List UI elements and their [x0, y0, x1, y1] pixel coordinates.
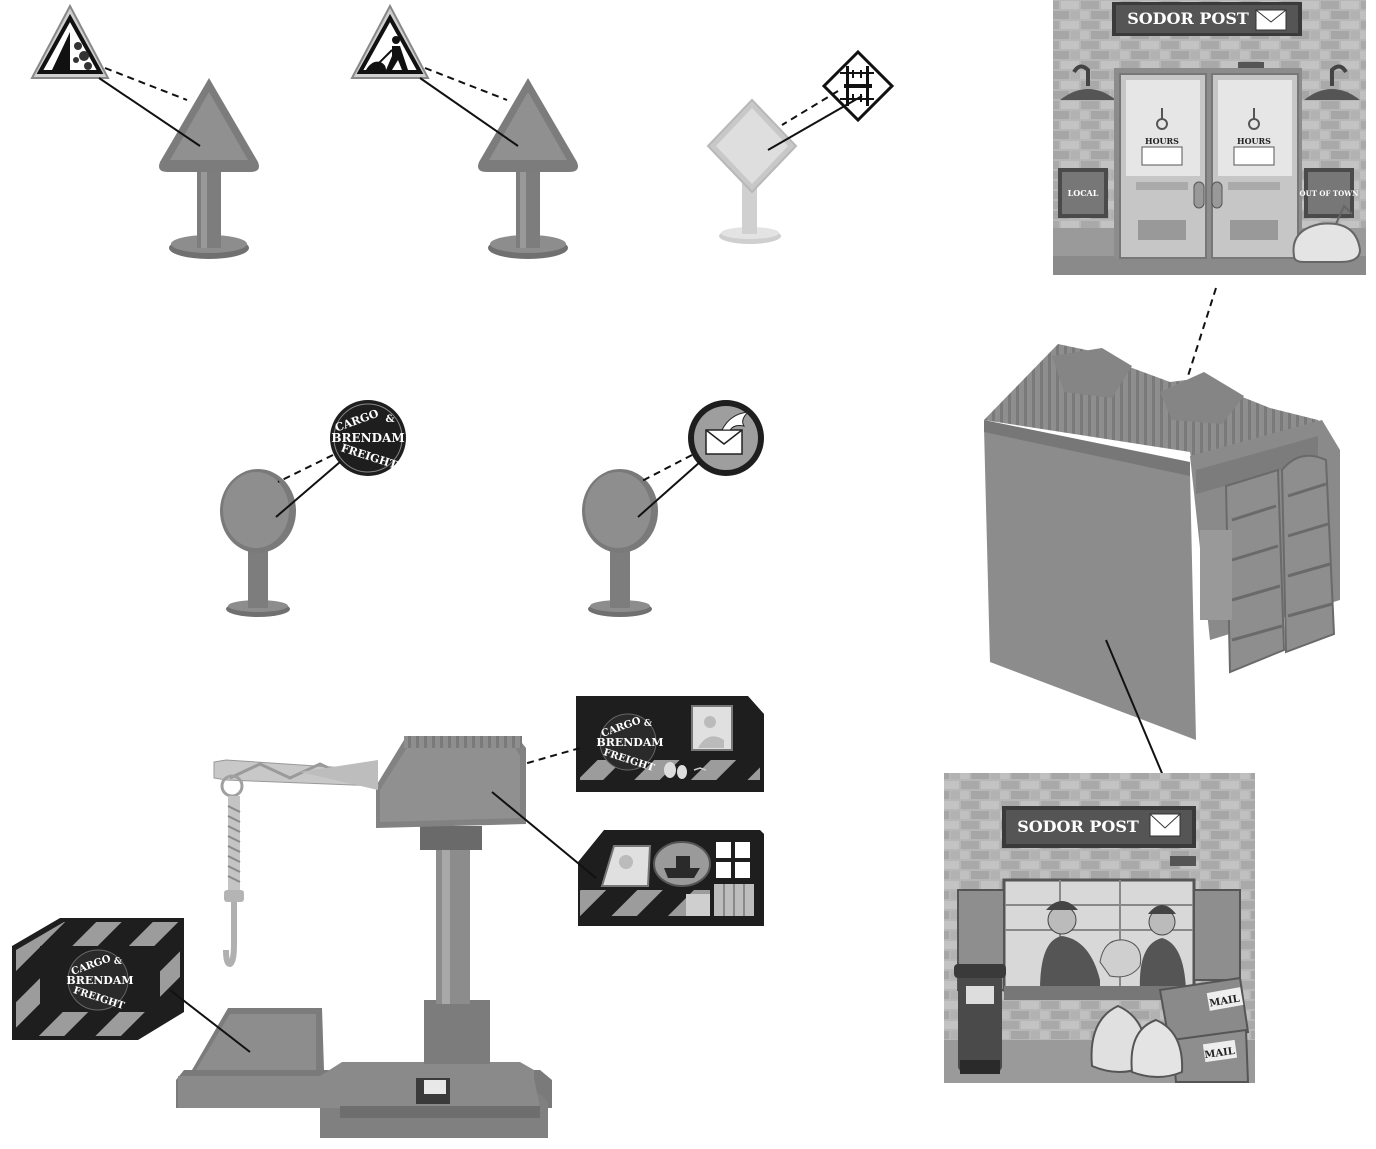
leader-dashed-2 — [424, 67, 508, 101]
clerk-left-icon — [1040, 901, 1100, 990]
crane-cab-sticker-1: CARGO & BRENDAM FREIGHT — [576, 696, 764, 792]
crane-sticker1-amp: & — [644, 719, 652, 729]
driver-window-icon — [691, 705, 733, 751]
falling-rocks-sticker — [30, 3, 110, 79]
lamp-right-icon — [1304, 64, 1360, 100]
post-office-back-panel: SODOR POST — [944, 773, 1255, 1083]
men-at-work-sign-part — [478, 78, 578, 259]
mailbox-out-of-town-text: OUT OF TOWN — [1300, 189, 1360, 198]
hours-left-text: HOURS — [1145, 136, 1179, 146]
leader-dashed-8 — [1187, 287, 1217, 377]
falling-rocks-sign-part — [159, 78, 259, 259]
crane-cab-sticker-2 — [578, 830, 764, 926]
envelope-icon — [1149, 813, 1181, 837]
mail-bag-icon — [1292, 204, 1362, 263]
envelope-icon — [1255, 9, 1287, 31]
post-office-building-part — [984, 344, 1340, 740]
railroad-crossing-sign-part — [706, 98, 798, 244]
crate-top-label: MAIL — [1209, 993, 1241, 1009]
leader-dashed-1 — [104, 67, 188, 101]
hours-right-text: HOURS — [1237, 136, 1271, 146]
leader-solid-8 — [1105, 639, 1165, 779]
worker-digging-icon — [366, 36, 408, 70]
leader-dashed-4 — [277, 454, 334, 483]
crane-base-sticker: CARGO & BRENDAM FREIGHT — [12, 918, 184, 1040]
mail-round-sticker — [688, 400, 764, 476]
leader-solid-1 — [98, 77, 201, 147]
men-at-work-sticker — [350, 3, 430, 79]
cargo-line2: BRENDAM — [331, 431, 404, 445]
leader-solid-2 — [419, 77, 519, 147]
ship-icon — [653, 841, 711, 887]
cargo-round-sticker: CARGO & BRENDAM FREIGHT — [330, 400, 406, 476]
leader-dashed-3 — [781, 90, 839, 126]
cargo-amp: & — [385, 414, 394, 425]
leader-dashed-6 — [523, 747, 581, 765]
winged-envelope-icon — [705, 411, 750, 455]
crane-part — [176, 736, 552, 1138]
window-icon — [716, 842, 750, 878]
leader-solid-7 — [169, 989, 251, 1053]
back-sign-text: SODOR POST — [1017, 817, 1139, 836]
leader-solid-4 — [275, 461, 341, 518]
leader-dashed-5 — [639, 454, 693, 483]
clerk-right-icon — [1139, 905, 1186, 990]
door-icon — [714, 884, 754, 916]
railroad-crossing-sticker — [821, 49, 895, 123]
crane-sticker1-line2: BRENDAM — [596, 736, 663, 749]
lamp-left-icon — [1060, 64, 1116, 100]
mail-round-sign-part — [582, 469, 658, 617]
cargo-round-sign-part — [220, 469, 296, 617]
mailbox-local-text: LOCAL — [1068, 188, 1099, 198]
leader-solid-6 — [491, 791, 597, 879]
post-box-icon — [954, 964, 1006, 1074]
mail-sack-icon — [1090, 1004, 1184, 1078]
driver-window-icon — [600, 845, 652, 887]
seagulls-icon — [664, 762, 707, 779]
leader-solid-5 — [637, 461, 701, 518]
crane-base-line2: BRENDAM — [66, 974, 133, 987]
crate-bottom-label: MAIL — [1204, 1046, 1236, 1061]
falling-rocks-icon — [52, 32, 92, 70]
leader-solid-3 — [767, 95, 863, 151]
crane-base-amp: & — [114, 957, 122, 967]
post-office-front-panel: SODOR POST HOURS HOURS — [1053, 0, 1366, 275]
front-sign-text: SODOR POST — [1127, 9, 1249, 28]
